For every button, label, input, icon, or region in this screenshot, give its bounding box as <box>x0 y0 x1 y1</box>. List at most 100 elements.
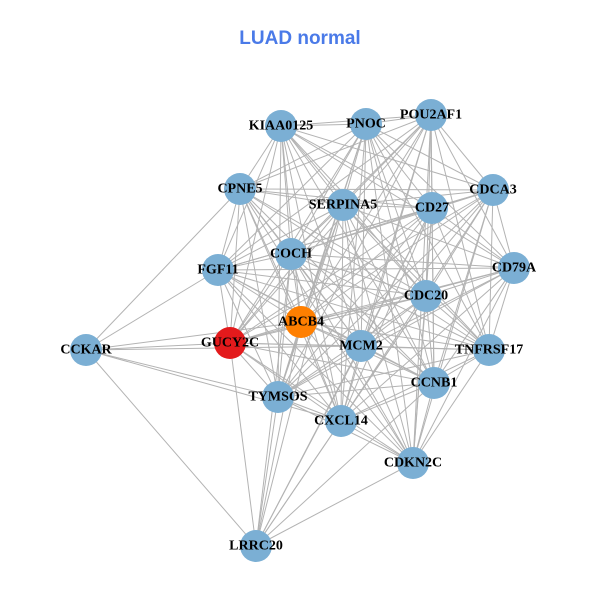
edge-coch-ccnb1 <box>290 253 435 384</box>
edge-abcb4-lrrc20 <box>255 321 302 547</box>
node-abcb4[interactable] <box>285 306 317 338</box>
nodes-layer <box>70 99 530 562</box>
edge-fgf11-cd79a <box>217 267 515 271</box>
node-label-cckar: CCKAR <box>60 343 112 358</box>
node-label-cdkn2c: CDKN2C <box>384 456 442 471</box>
edge-pou2af1-coch <box>290 114 432 255</box>
node-cckar[interactable] <box>70 334 102 366</box>
edge-cxcl14-lrrc20 <box>255 420 342 547</box>
edge-abcb4-cxcl14 <box>300 321 342 422</box>
edge-serpina5-cd79a <box>342 204 515 269</box>
edge-kiaa0125-cxcl14 <box>280 125 342 422</box>
edge-cckar-tymsos <box>85 349 279 398</box>
edge-cckar-lrrc20 <box>85 349 257 547</box>
edge-kiaa0125-abcb4 <box>280 125 302 323</box>
node-label-cd79a: CD79A <box>492 261 537 276</box>
edge-cdc20-gucy2c <box>229 295 427 344</box>
node-label-lrrc20: LRRC20 <box>229 539 283 554</box>
node-gucy2c[interactable] <box>214 327 246 359</box>
edge-cd27-cxcl14 <box>340 207 433 422</box>
edge-fgf11-cdkn2c <box>217 269 414 464</box>
edge-tnfrsf17-cxcl14 <box>340 349 490 422</box>
edge-coch-tymsos <box>277 253 292 398</box>
node-cdca3[interactable] <box>477 174 509 206</box>
node-mcm2[interactable] <box>345 330 377 362</box>
node-label-pnoc: PNOC <box>346 117 386 132</box>
edge-cd79a-tymsos <box>277 267 515 398</box>
node-label-coch: COCH <box>270 247 312 262</box>
edge-fgf11-cxcl14 <box>217 269 342 422</box>
node-coch[interactable] <box>275 238 307 270</box>
node-cd79a[interactable] <box>498 252 530 284</box>
edge-cd27-abcb4 <box>300 207 433 323</box>
edge-fgf11-cdc20 <box>217 269 427 297</box>
node-tnfrsf17[interactable] <box>473 334 505 366</box>
node-kiaa0125[interactable] <box>265 110 297 142</box>
edge-serpina5-gucy2c <box>229 204 344 344</box>
node-cd27[interactable] <box>416 192 448 224</box>
edge-coch-gucy2c <box>229 253 292 344</box>
edge-pou2af1-tymsos <box>277 114 432 398</box>
edge-serpina5-mcm2 <box>342 204 362 347</box>
edge-kiaa0125-cd79a <box>280 125 515 269</box>
edge-pnoc-cpne5 <box>239 123 367 190</box>
edge-tnfrsf17-tymsos <box>277 349 490 398</box>
node-label-tnfrsf17: TNFRSF17 <box>455 343 523 358</box>
edge-kiaa0125-ccnb1 <box>280 125 435 384</box>
edge-kiaa0125-gucy2c <box>229 125 282 344</box>
node-ccnb1[interactable] <box>418 367 450 399</box>
node-cxcl14[interactable] <box>325 405 357 437</box>
node-label-fgf11: FGF11 <box>197 263 238 278</box>
edge-fgf11-tymsos <box>217 269 279 398</box>
edge-fgf11-abcb4 <box>217 269 302 323</box>
edge-coch-cdc20 <box>290 253 427 297</box>
edge-pou2af1-cxcl14 <box>340 114 432 422</box>
edge-cckar-cxcl14 <box>85 349 342 422</box>
edge-cd27-tymsos <box>277 207 433 398</box>
node-label-tymsos: TYMSOS <box>248 390 307 405</box>
edge-cd27-tnfrsf17 <box>431 207 490 351</box>
node-cpne5[interactable] <box>224 173 256 205</box>
edge-serpina5-fgf11 <box>217 204 344 271</box>
edge-cdca3-coch <box>290 189 494 255</box>
edge-pou2af1-cdca3 <box>430 114 494 191</box>
edge-pnoc-tymsos <box>277 123 367 398</box>
edge-pou2af1-cpne5 <box>239 114 432 190</box>
edge-ccnb1-tymsos <box>277 382 435 398</box>
node-serpina5[interactable] <box>327 189 359 221</box>
node-pnoc[interactable] <box>350 108 382 140</box>
edge-mcm2-tymsos <box>277 345 362 398</box>
edge-cdca3-tymsos <box>277 189 494 398</box>
node-tymsos[interactable] <box>262 381 294 413</box>
edge-abcb4-tnfrsf17 <box>300 321 490 351</box>
edge-cdkn2c-lrrc20 <box>255 462 414 547</box>
edge-pou2af1-cd79a <box>430 114 515 269</box>
node-cdc20[interactable] <box>410 280 442 312</box>
node-pou2af1[interactable] <box>415 99 447 131</box>
edge-cpne5-cckar <box>85 188 241 351</box>
edge-mcm2-tnfrsf17 <box>360 345 490 351</box>
edge-cdca3-abcb4 <box>300 189 494 323</box>
node-fgf11[interactable] <box>202 254 234 286</box>
edge-pou2af1-abcb4 <box>300 114 432 323</box>
edge-kiaa0125-tnfrsf17 <box>280 125 490 351</box>
edge-serpina5-ccnb1 <box>342 204 435 384</box>
node-cdkn2c[interactable] <box>397 447 429 479</box>
edge-cd27-gucy2c <box>229 207 433 344</box>
edge-cpne5-tymsos <box>239 188 279 398</box>
edge-cdca3-gucy2c <box>229 189 494 344</box>
edge-fgf11-ccnb1 <box>217 269 435 384</box>
edge-gucy2c-cdkn2c <box>229 342 414 464</box>
edge-kiaa0125-serpina5 <box>280 125 344 206</box>
node-label-abcb4: ABCB4 <box>278 315 324 330</box>
edge-ccnb1-lrrc20 <box>255 382 435 547</box>
edge-cdc20-abcb4 <box>300 295 427 323</box>
edge-fgf11-cckar <box>85 269 219 351</box>
edge-cd79a-gucy2c <box>229 267 515 344</box>
node-label-serpina5: SERPINA5 <box>309 198 377 213</box>
node-label-gucy2c: GUCY2C <box>201 336 259 351</box>
edge-cpne5-cdca3 <box>239 188 494 191</box>
edge-cdca3-cdkn2c <box>412 189 494 464</box>
node-lrrc20[interactable] <box>240 530 272 562</box>
